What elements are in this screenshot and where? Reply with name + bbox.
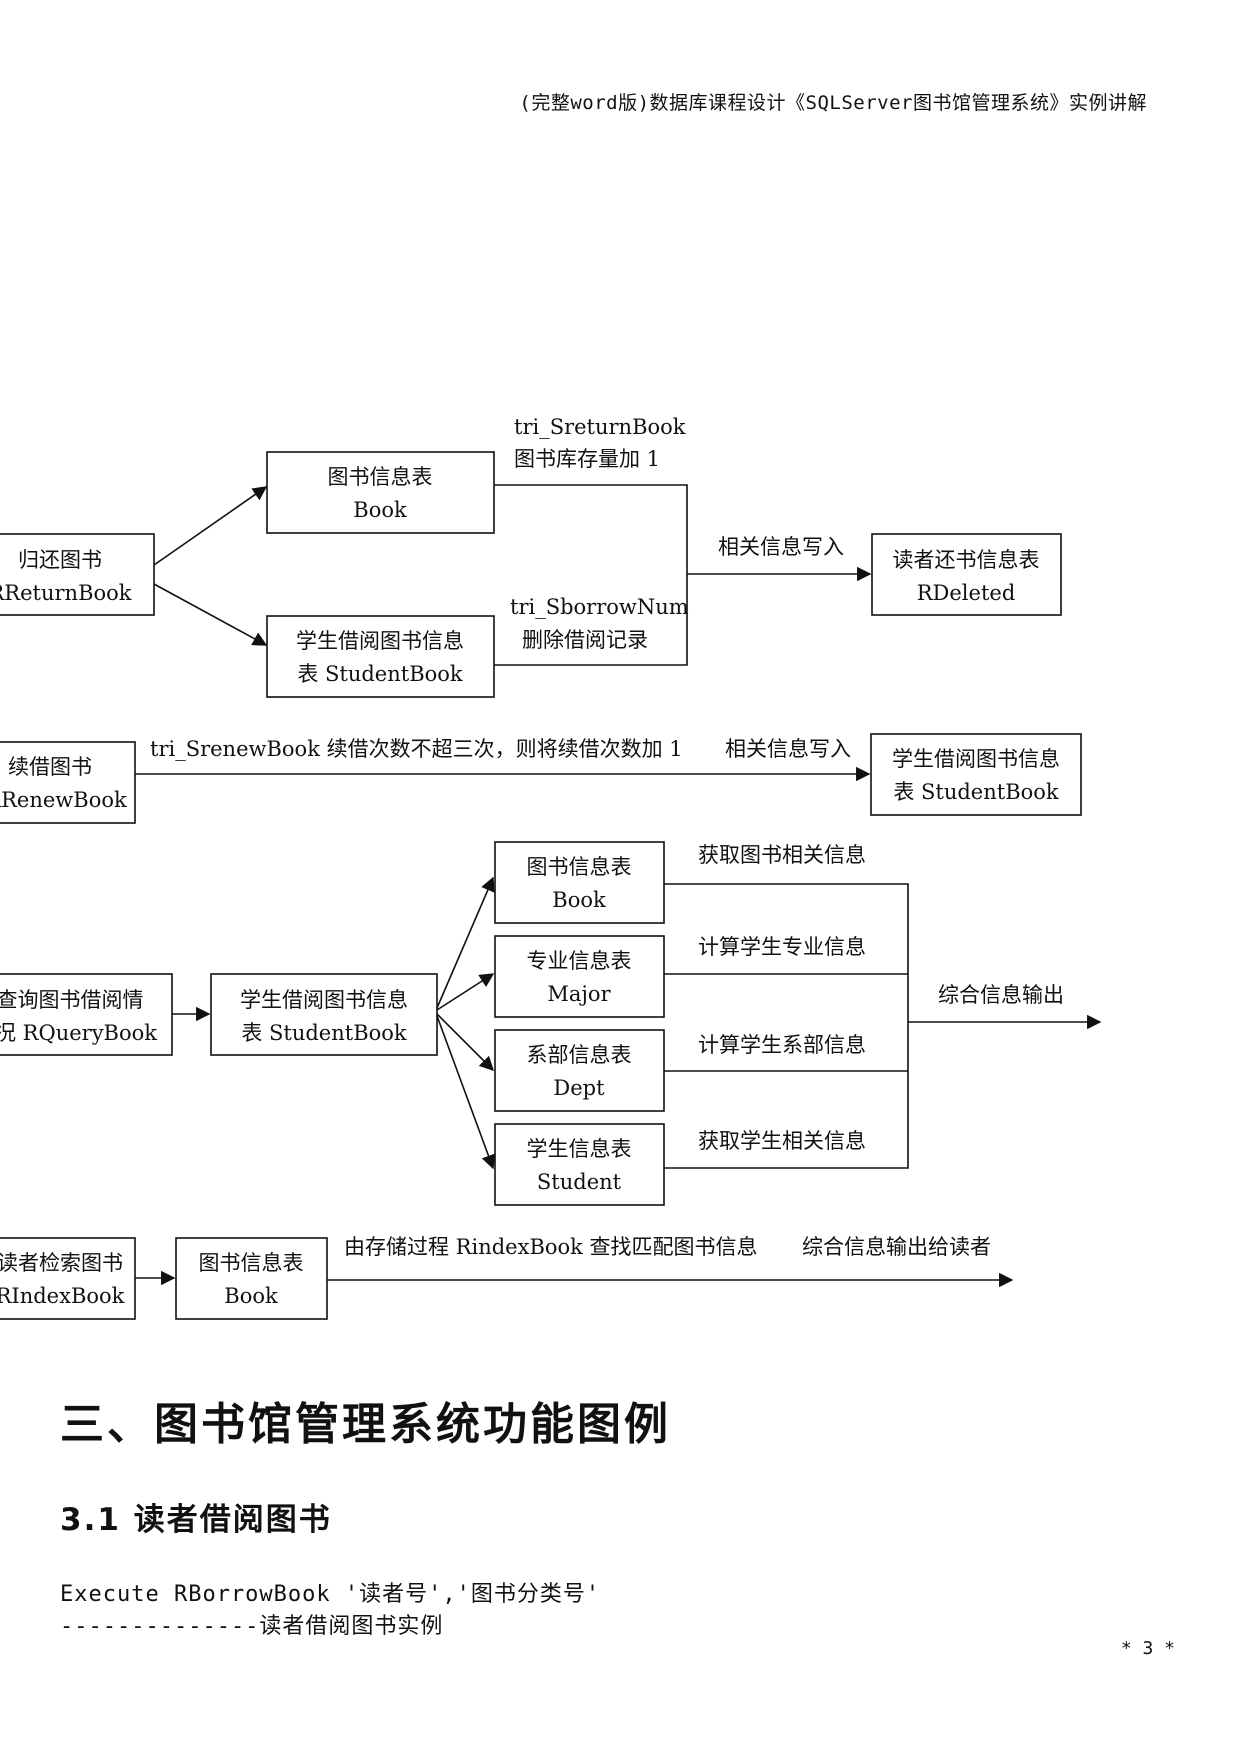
return-studentbook-box	[266, 615, 495, 698]
query-dept-line1: 系部信息表	[527, 1043, 632, 1067]
renew-target-box	[870, 733, 1082, 816]
renew-target-line2: 表 StudentBook	[893, 780, 1059, 804]
index-start-line1: 读者检索图书	[0, 1251, 123, 1275]
query-output-label: 综合信息输出	[938, 983, 1064, 1007]
code-line-1: Execute RBorrowBook '读者号','图书分类号'	[60, 1582, 601, 1607]
renew-start-line2: RRenewBook	[0, 788, 127, 812]
query-major-line2: Major	[547, 982, 611, 1006]
return-write-label: 相关信息写入	[718, 535, 844, 559]
query-join-line	[664, 883, 909, 1169]
index-flow-label: 由存储过程 RindexBook 查找匹配图书信息	[344, 1235, 758, 1259]
index-output-label: 综合信息输出给读者	[802, 1235, 991, 1259]
query-start-line2: 况 RQueryBook	[0, 1021, 157, 1045]
arrow-query-dept	[436, 1013, 495, 1072]
trigger-sborrownum-desc: 删除借阅记录	[522, 628, 648, 652]
renew-write-label: 相关信息写入	[725, 737, 851, 761]
return-start-box	[0, 533, 155, 616]
renew-start-box	[0, 741, 136, 824]
query-start-line1: 查询图书借阅情	[0, 988, 144, 1012]
query-student-line1: 学生信息表	[527, 1137, 632, 1161]
arrow-return-book	[153, 486, 268, 566]
query-book-box	[494, 841, 665, 924]
index-book-line1: 图书信息表	[199, 1251, 304, 1275]
subsection-heading: 3.1 读者借阅图书	[60, 1502, 332, 1538]
return-book-line2: Book	[353, 498, 407, 522]
return-target-line2: RDeleted	[917, 581, 1016, 605]
query-label-student: 获取学生相关信息	[698, 1129, 866, 1153]
renew-start-line1: 续借图书	[8, 755, 92, 779]
arrow-query-student	[436, 1015, 496, 1170]
return-studentbook-line1: 学生借阅图书信息	[296, 629, 464, 653]
return-start-line1: 归还图书	[18, 548, 102, 572]
query-book-line1: 图书信息表	[527, 855, 632, 879]
return-target-box	[871, 533, 1062, 616]
index-start-line2: RIndexBook	[0, 1284, 125, 1308]
return-join-line	[494, 484, 688, 666]
query-book-line2: Book	[552, 888, 606, 912]
query-label-dept: 计算学生系部信息	[698, 1033, 866, 1057]
trigger-sborrownum-label: tri_SborrowNum	[510, 595, 689, 619]
return-start-line2: RReturnBook	[0, 581, 132, 605]
page-number: * 3 *	[1120, 1638, 1175, 1659]
code-line-2: --------------读者借阅图书实例	[60, 1614, 444, 1639]
index-book-line2: Book	[224, 1284, 278, 1308]
return-target-line1: 读者还书信息表	[893, 548, 1040, 572]
arrow-query-book	[436, 876, 495, 1009]
query-studentbook-line2: 表 StudentBook	[241, 1021, 407, 1045]
query-student-line2: Student	[537, 1170, 622, 1194]
return-book-line1: 图书信息表	[328, 465, 433, 489]
query-dept-line2: Dept	[553, 1076, 605, 1100]
flow-diagram: 归还图书 RReturnBook 图书信息表 Book 学生借阅图书信息 表 S…	[0, 415, 1102, 1320]
index-book-box	[175, 1237, 328, 1320]
query-studentbook-line1: 学生借阅图书信息	[240, 988, 408, 1012]
arrow-query-major	[436, 973, 495, 1011]
query-major-line1: 专业信息表	[527, 949, 632, 973]
trigger-sreturnbook-desc: 图书库存量加 1	[514, 447, 660, 471]
query-major-box	[494, 935, 665, 1018]
query-label-major: 计算学生专业信息	[698, 935, 866, 959]
query-label-book: 获取图书相关信息	[698, 843, 866, 867]
trigger-sreturnbook-label: tri_SreturnBook	[514, 415, 686, 439]
renew-trigger-label: tri_SrenewBook 续借次数不超三次，则将续借次数加 1	[150, 737, 683, 761]
page-header: (完整word版)数据库课程设计《SQLServer图书馆管理系统》实例讲解	[519, 92, 1147, 114]
return-studentbook-line2: 表 StudentBook	[297, 662, 463, 686]
arrow-return-studentbook	[153, 583, 268, 646]
section-heading: 三、图书馆管理系统功能图例	[60, 1399, 671, 1450]
renew-target-line1: 学生借阅图书信息	[892, 747, 1060, 771]
